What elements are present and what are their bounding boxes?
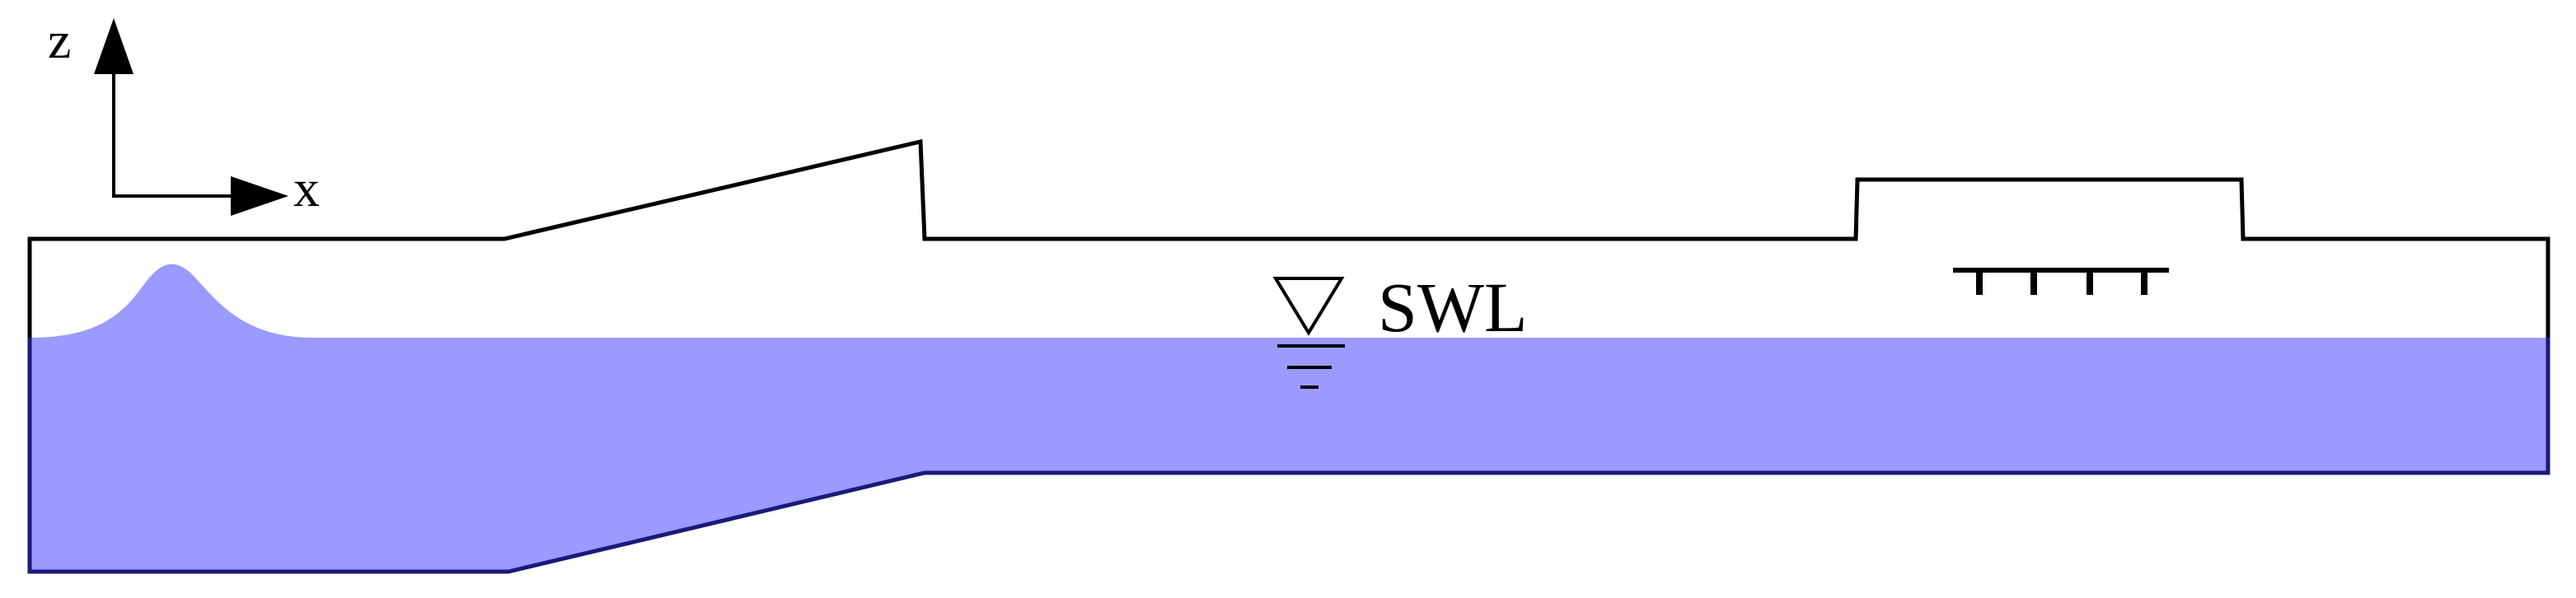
x-axis-arrowhead — [231, 176, 288, 216]
z-axis-arrowhead — [94, 18, 133, 74]
swl-triangle-icon — [1272, 277, 1345, 336]
deck-structure — [1953, 268, 2169, 295]
x-axis-label: x — [293, 159, 320, 217]
coordinate-axes: z x — [48, 11, 320, 217]
swl-label: SWL — [1378, 268, 1528, 347]
flume-bottom-outline — [27, 338, 2550, 574]
flume-top-outline — [27, 138, 2550, 338]
water-body — [30, 264, 2548, 572]
still-water-level-symbol: SWL — [1272, 268, 1528, 389]
z-axis-label: z — [48, 11, 71, 69]
